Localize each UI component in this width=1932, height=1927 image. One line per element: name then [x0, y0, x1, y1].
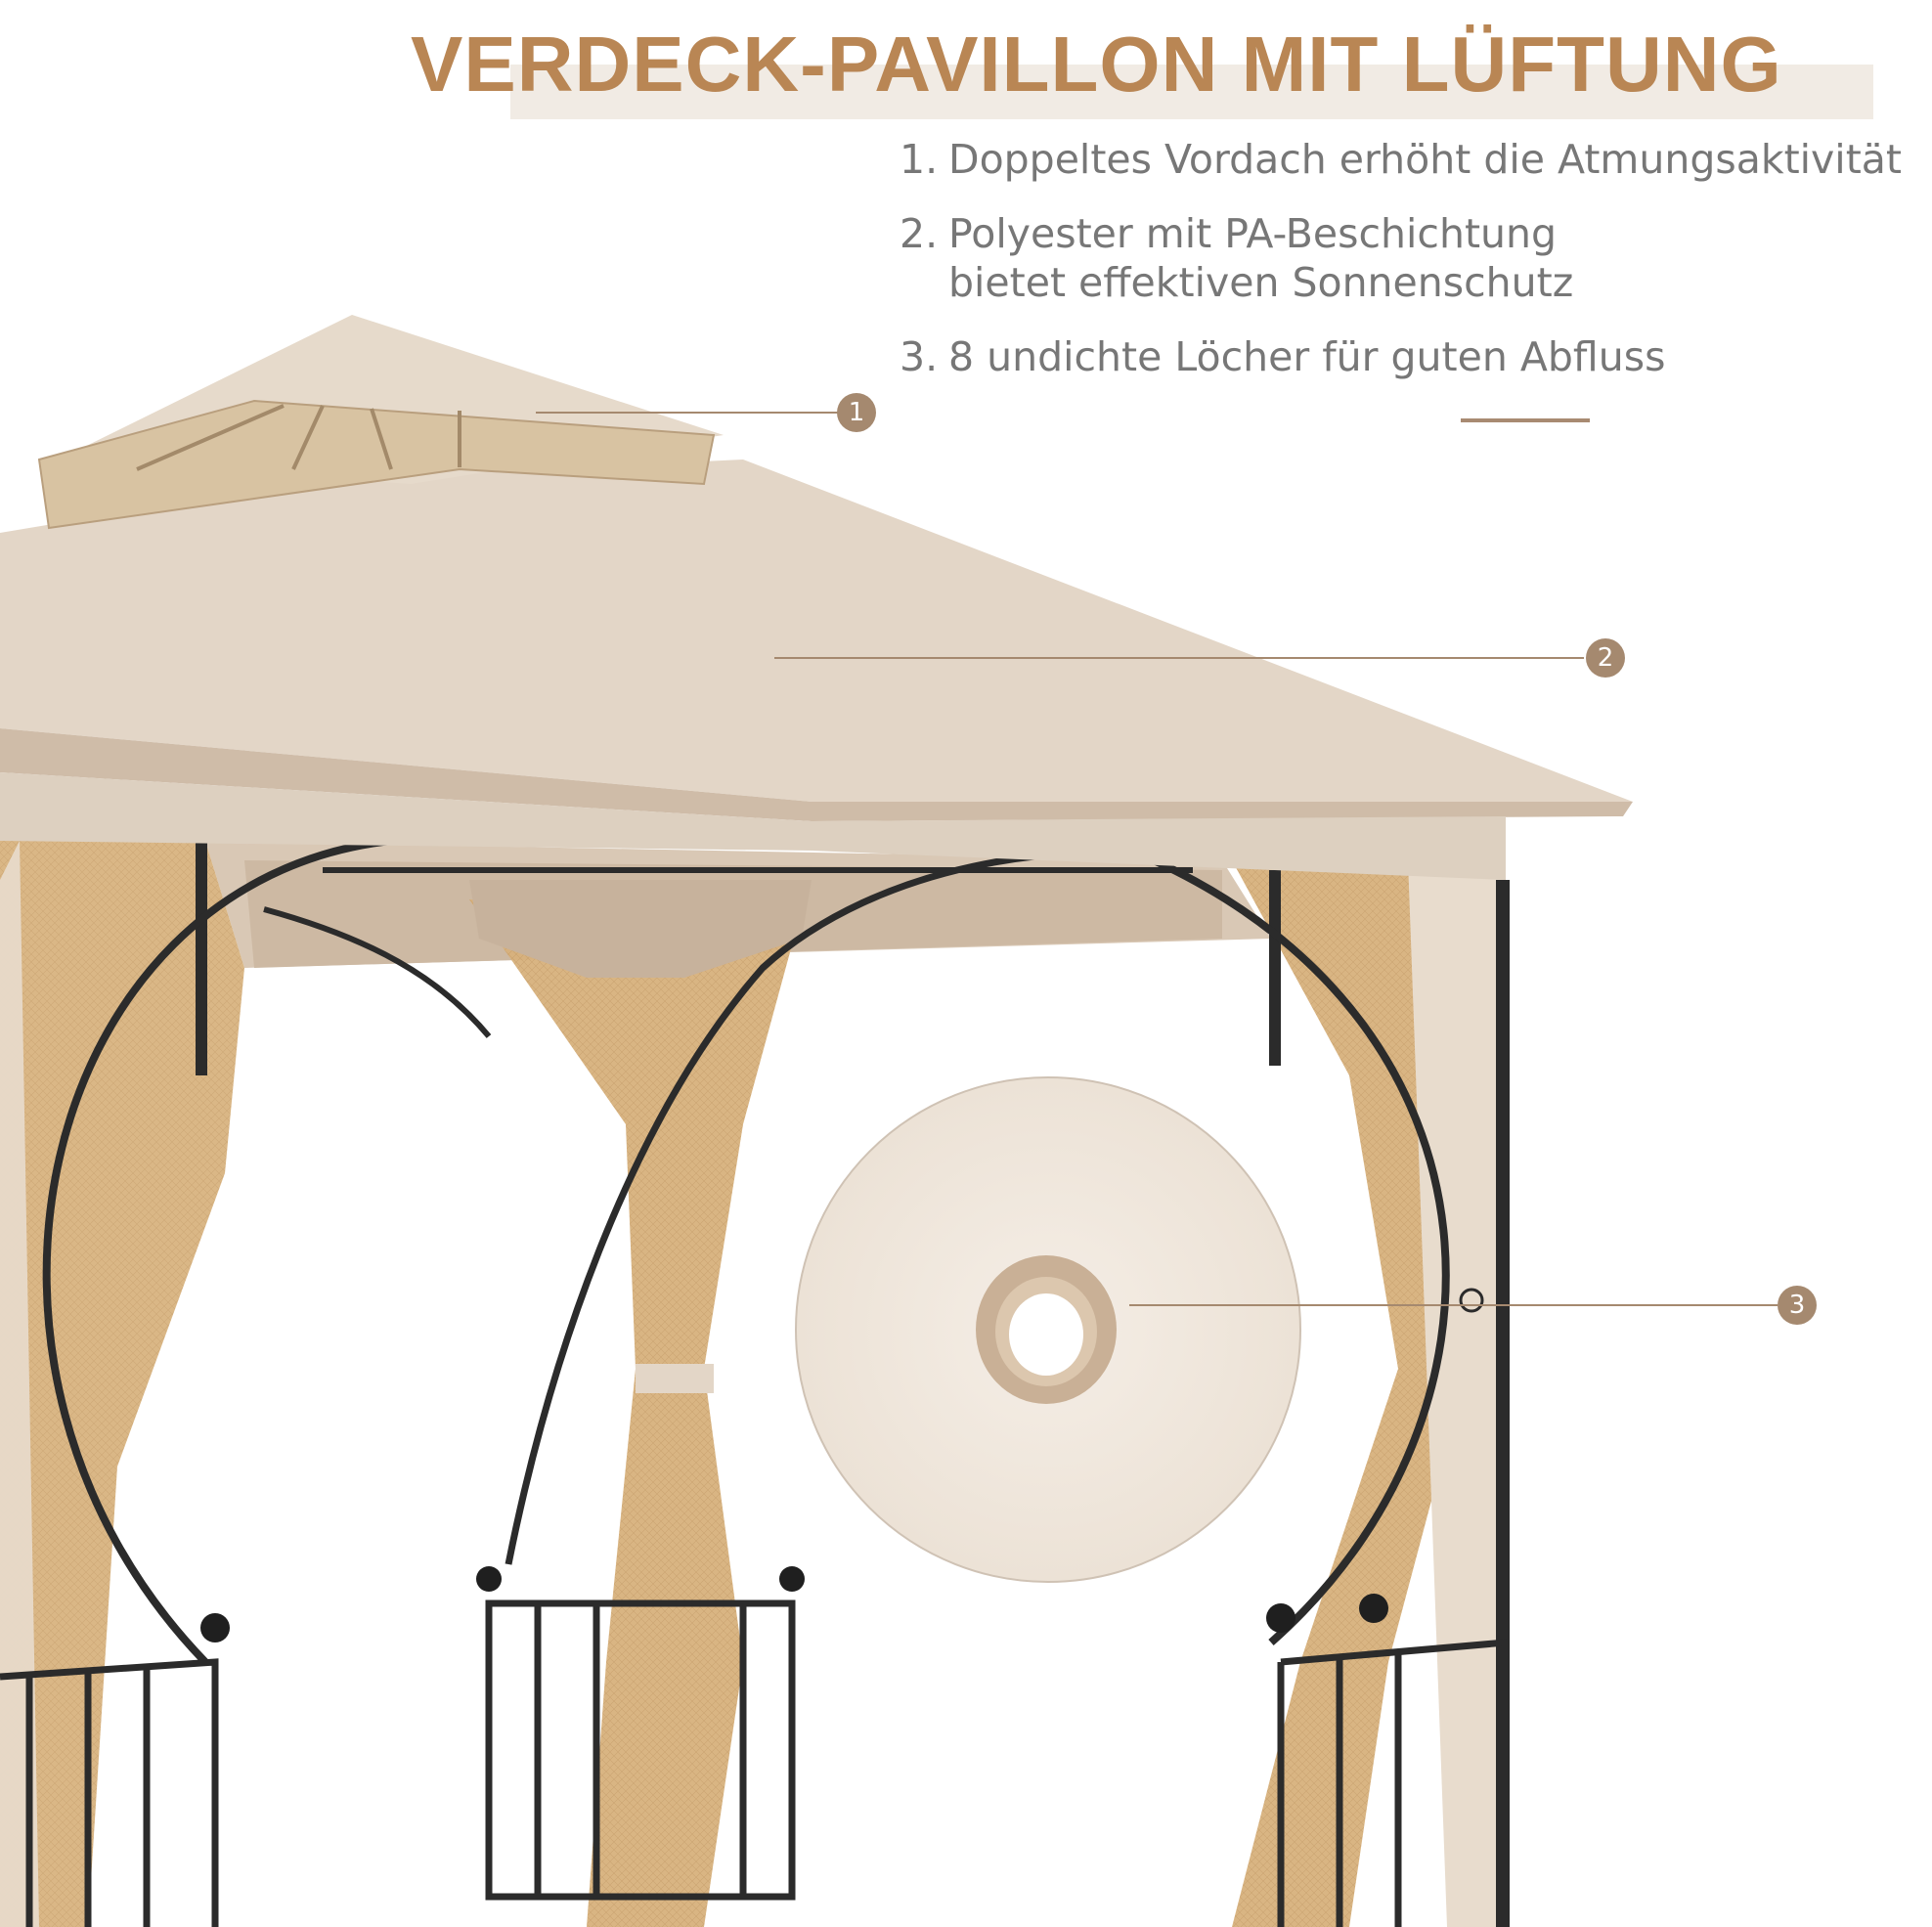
vent-mesh [37, 399, 716, 530]
frame-arch-left [42, 837, 392, 1665]
mesh-curtain-center [469, 899, 802, 1927]
frame-post-left [196, 841, 207, 1075]
feature-text: Polyester mit PA-Beschichtung bietet eff… [948, 209, 1916, 307]
frame-arch-right [1152, 856, 1450, 1645]
feature-underline [1461, 418, 1590, 422]
feature-item-2: 2. Polyester mit PA-Beschichtung bietet … [900, 209, 1916, 307]
feature-text-line-1: Polyester mit PA-Beschichtung [948, 210, 1558, 257]
mesh-curtain-left [0, 841, 244, 1927]
feature-number: 1. [900, 136, 939, 183]
callout-badge-1: 1 [837, 393, 876, 432]
title-band [510, 65, 1873, 119]
feature-text: 8 undichte Löcher für guten Abfluss [948, 333, 1666, 380]
feature-number: 3. [900, 333, 939, 380]
callout-badge-2: 2 [1586, 638, 1625, 678]
feature-number: 2. [900, 210, 939, 257]
feature-text: Doppeltes Vordach erhöht die Atmungsakti… [948, 136, 1902, 183]
page-title: VERDECK-PAVILLON MIT LÜFTUNG [411, 21, 1782, 108]
railing-center [485, 1599, 796, 1901]
railing-right [1277, 1639, 1510, 1927]
feature-list: 1. Doppeltes Vordach erhöht die Atmungsa… [900, 135, 1916, 407]
feature-item-3: 3. 8 undichte Löcher für guten Abfluss [900, 332, 1916, 381]
feature-item-1: 1. Doppeltes Vordach erhöht die Atmungsa… [900, 135, 1916, 184]
canopy-roof-lower [0, 460, 1633, 802]
railing-left [0, 1658, 219, 1927]
feature-text-line-2: bietet effektiven Sonnenschutz [948, 259, 1574, 306]
callout-badge-3: 3 [1778, 1286, 1817, 1325]
